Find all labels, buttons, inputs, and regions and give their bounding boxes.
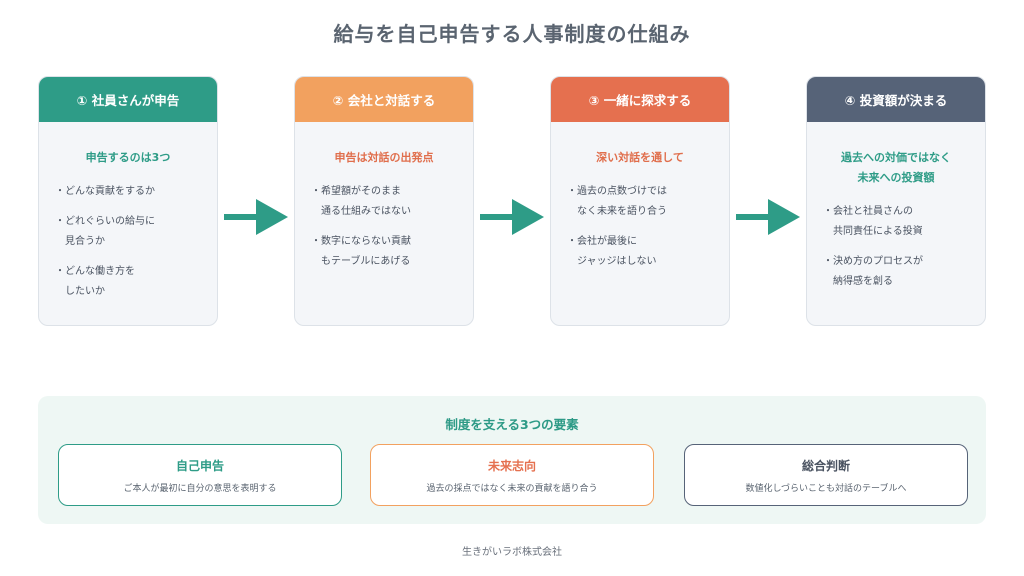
elements-panel-title: 制度を支える3つの要素 <box>445 417 579 432</box>
step-heading: ④ 投資額が決まる <box>807 77 985 122</box>
footer-company: 生きがいラボ株式会社 <box>462 547 562 558</box>
step-heading: ③ 一緒に探求する <box>551 77 729 122</box>
step-subheading: 申告は対話の出発点 <box>334 151 434 164</box>
arrow-right-icon <box>224 199 288 235</box>
arrow-right-icon <box>480 199 544 235</box>
elements-panel: 制度を支える3つの要素 自己申告 ご本人が最初に自分の意思を表明する 未来志向 … <box>38 396 986 524</box>
step-item: ・どれぐらいの給与に 見合うか <box>55 216 155 247</box>
step-list: ・過去の点数づけでは なく未来を語り合う ・会社が最後に ジャッジはしない <box>551 182 729 272</box>
step-heading: ② 会社と対話する <box>295 77 473 122</box>
element-name: 自己申告 <box>175 459 224 473</box>
step-card-3: ③ 一緒に探求する 深い対話を通して ・過去の点数づけでは なく未来を語り合う … <box>550 76 730 326</box>
element-box-self-report: 自己申告 ご本人が最初に自分の意思を表明する <box>58 444 342 506</box>
step-subheading: 深い対話を通して <box>596 151 684 164</box>
element-description: ご本人が最初に自分の意思を表明する <box>123 484 277 494</box>
step-list: ・希望額がそのまま 通る仕組みではない ・数字にならない貢献 もテーブルにあげる <box>295 182 473 272</box>
element-name: 総合判断 <box>801 459 850 473</box>
element-description: 過去の採点ではなく未来の貢献を語り合う <box>426 484 598 494</box>
page-title: 給与を自己申告する人事制度の仕組み <box>333 22 691 46</box>
element-box-future-oriented: 未来志向 過去の採点ではなく未来の貢献を語り合う <box>370 444 654 506</box>
step-card-2: ② 会社と対話する 申告は対話の出発点 ・希望額がそのまま 通る仕組みではない … <box>294 76 474 326</box>
step-card-1: ① 社員さんが申告 申告するのは3つ ・どんな貢献をするか ・どれぐらいの給与に… <box>38 76 218 326</box>
step-subheading: 申告するのは3つ <box>85 151 171 164</box>
step-item: ・過去の点数づけでは なく未来を語り合う <box>567 186 667 217</box>
step-list: ・どんな貢献をするか ・どれぐらいの給与に 見合うか ・どんな働き方を したいか <box>39 182 217 302</box>
step-item: ・会社が最後に ジャッジはしない <box>567 236 657 267</box>
step-card-4: ④ 投資額が決まる 過去への対価ではなく 未来への投資額 ・会社と社員さんの 共… <box>806 76 986 326</box>
step-subheading: 過去への対価ではなく 未来への投資額 <box>841 151 951 184</box>
step-item: ・希望額がそのまま 通る仕組みではない <box>311 186 411 217</box>
step-item: ・どんな貢献をするか <box>55 186 155 197</box>
element-description: 数値化しづらいことも対話のテーブルへ <box>745 484 907 494</box>
step-item: ・どんな働き方を したいか <box>55 266 135 297</box>
element-name: 未来志向 <box>487 459 536 473</box>
step-list: ・会社と社員さんの 共同責任による投資 ・決め方のプロセスが 納得感を創る <box>807 202 985 292</box>
step-heading: ① 社員さんが申告 <box>39 77 217 122</box>
step-item: ・数字にならない貢献 もテーブルにあげる <box>311 236 411 267</box>
step-item: ・決め方のプロセスが 納得感を創る <box>823 256 923 287</box>
step-item: ・会社と社員さんの 共同責任による投資 <box>823 206 923 237</box>
element-box-holistic-judgment: 総合判断 数値化しづらいことも対話のテーブルへ <box>684 444 968 506</box>
arrow-right-icon <box>736 199 800 235</box>
